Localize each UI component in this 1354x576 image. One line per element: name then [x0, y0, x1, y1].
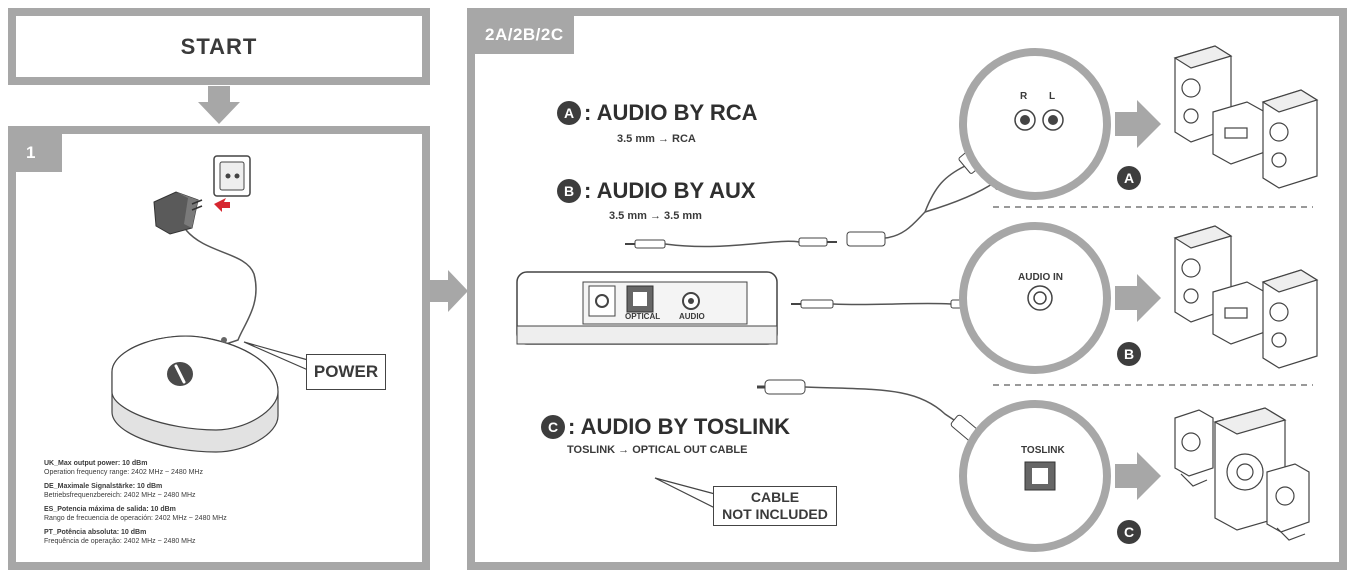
- option-c-sub: TOSLINK → OPTICAL OUT CABLE: [567, 444, 748, 456]
- spec-pt: PT_Potência absoluta: 10 dBm Frequência …: [44, 529, 304, 546]
- rca-l-label: L: [1049, 91, 1056, 102]
- spec-uk-line: Operation frequency range: 2402 MHz ~ 24…: [44, 468, 203, 476]
- spec-de-title: DE_Maximale Signalstärke: 10 dBm: [44, 483, 163, 490]
- circle-c-badge: C: [1117, 520, 1141, 544]
- option-b-sub: 3.5 mm → 3.5 mm: [609, 210, 702, 222]
- circle-b-badge: B: [1117, 342, 1141, 366]
- toslink-label: TOSLINK: [1021, 445, 1065, 456]
- spec-de-line: Betriebsfrequenzbereich: 2402 MHz ~ 2480…: [44, 491, 196, 499]
- speaker-set-a-icon: [1173, 45, 1319, 189]
- option-c-badge: C: [541, 415, 565, 439]
- start-panel: START: [8, 8, 430, 85]
- transmitter-device-icon: [111, 335, 279, 453]
- circle-rca: [959, 48, 1111, 200]
- option-b-badge: B: [557, 179, 581, 203]
- spec-es-title: ES_Potencia máxima de salida: 10 dBm: [44, 506, 176, 513]
- right-arrow-icon: [430, 270, 468, 312]
- start-title: START: [180, 34, 258, 59]
- power-illustration: [111, 155, 309, 453]
- device-optical-label: OPTICAL: [625, 312, 661, 321]
- device-audio-label: AUDIO: [679, 312, 705, 321]
- spec-pt-title: PT_Potência absoluta: 10 dBm: [44, 529, 147, 536]
- circle-a-badge: A: [1117, 166, 1141, 190]
- option-b-title: : AUDIO BY AUX: [584, 178, 756, 203]
- spec-uk: UK_Max output power: 10 dBm Operation fr…: [44, 460, 304, 477]
- cable-note-line2: NOT INCLUDED: [722, 506, 828, 522]
- toslink-cable-icon: [757, 379, 982, 444]
- step1-panel: 1 POWER U: [8, 126, 430, 570]
- option-a-badge: A: [557, 101, 581, 125]
- rca-r-label: R: [1020, 91, 1028, 102]
- step1-tag: 1: [16, 134, 62, 172]
- speaker-set-c-icon: [1174, 407, 1310, 541]
- spec-es-line: Rango de frecuencia de operación: 2402 M…: [44, 514, 227, 522]
- power-adapter-icon: [153, 191, 203, 235]
- spec-uk-title: UK_Max output power: 10 dBm: [44, 460, 148, 467]
- connection-illustration: [516, 45, 1319, 552]
- cable-note: CABLE NOT INCLUDED: [713, 486, 837, 526]
- option-a-title: : AUDIO BY RCA: [584, 100, 758, 125]
- aux-cable-icon: [625, 237, 837, 249]
- insert-arrow-icon: [214, 198, 230, 212]
- spec-de: DE_Maximale Signalstärke: 10 dBm Betrieb…: [44, 483, 304, 500]
- option-c-title: : AUDIO BY TOSLINK: [568, 414, 791, 439]
- step2-panel: 2A/2B/2C A : AUDIO BY RCA 3.5 mm → RCA B…: [467, 8, 1347, 570]
- option-b-heading: B : AUDIO BY AUX: [557, 178, 756, 204]
- receiver-device-icon: [516, 271, 778, 345]
- audio-in-label: AUDIO IN: [1018, 272, 1063, 283]
- option-a-heading: A : AUDIO BY RCA: [557, 100, 758, 126]
- down-arrow-icon: [198, 86, 240, 124]
- cable-note-line1: CABLE: [750, 489, 800, 505]
- power-label: POWER: [306, 354, 386, 390]
- option-c-heading: C : AUDIO BY TOSLINK: [541, 414, 790, 440]
- spec-es: ES_Potencia máxima de salida: 10 dBm Ran…: [44, 506, 304, 523]
- option-a-sub: 3.5 mm → RCA: [617, 133, 696, 145]
- spec-pt-line: Frequência de operação: 2402 MHz ~ 2480 …: [44, 537, 196, 545]
- spec-list: UK_Max output power: 10 dBm Operation fr…: [44, 460, 304, 546]
- step2-tag: 2A/2B/2C: [475, 16, 574, 54]
- speaker-set-b-icon: [1173, 225, 1319, 369]
- wall-socket-icon: [213, 155, 251, 197]
